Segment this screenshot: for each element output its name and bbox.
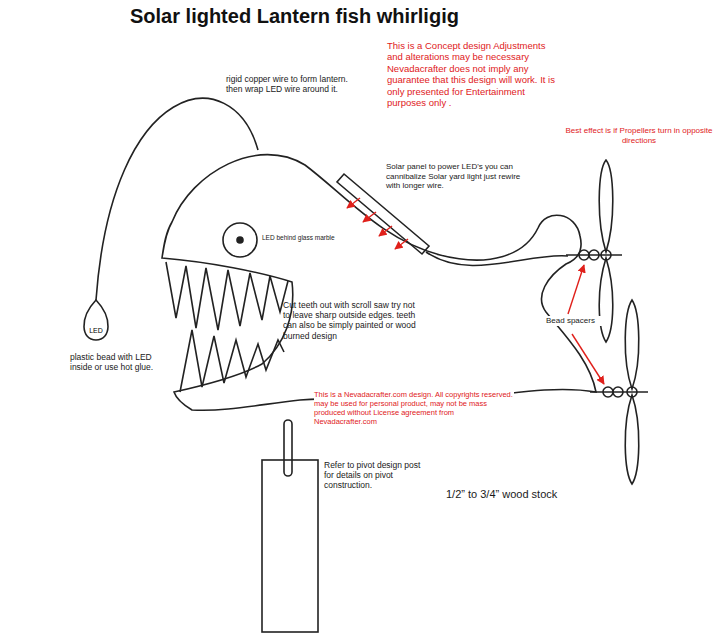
teeth-note: Cut teeth out with scroll saw try not to… [283,300,423,341]
propeller-top [599,160,613,342]
upper-teeth [166,262,288,330]
wood-post [262,460,318,632]
callout-label: Bead spacers [546,316,606,326]
wire-note: rigid copper wire to form lantern. then … [226,74,366,94]
title: Solar lighted Lantern fish whirligig [130,4,459,28]
propeller-bottom [625,300,639,484]
propeller-note: Best effect is if Propellers turn in opp… [556,126,722,145]
lower-teeth [180,330,284,392]
panel-wire [426,252,568,265]
eye [223,223,257,257]
lantern-wire [96,98,258,300]
fish-outline [162,155,596,411]
led-bead: LED [81,300,111,340]
dimension-label: 1/2” to 3/4” wood stock [446,488,616,501]
bead-outline [81,300,111,340]
pivot-pin [284,420,292,476]
pivot-note: Refer to pivot design post for details o… [324,460,432,491]
bead-note: plastic bead with LED inside or use hot … [70,352,168,372]
bead-label: LED [81,327,111,334]
disclaimer-note: This is a Concept design Adjustments and… [387,40,559,108]
eye-note: LED behind glass marble [262,234,372,242]
copyright-note: This is a Nevadacrafter.com design. All … [314,390,514,426]
solar-note: Solar panel to power LED's you can canni… [386,162,521,191]
